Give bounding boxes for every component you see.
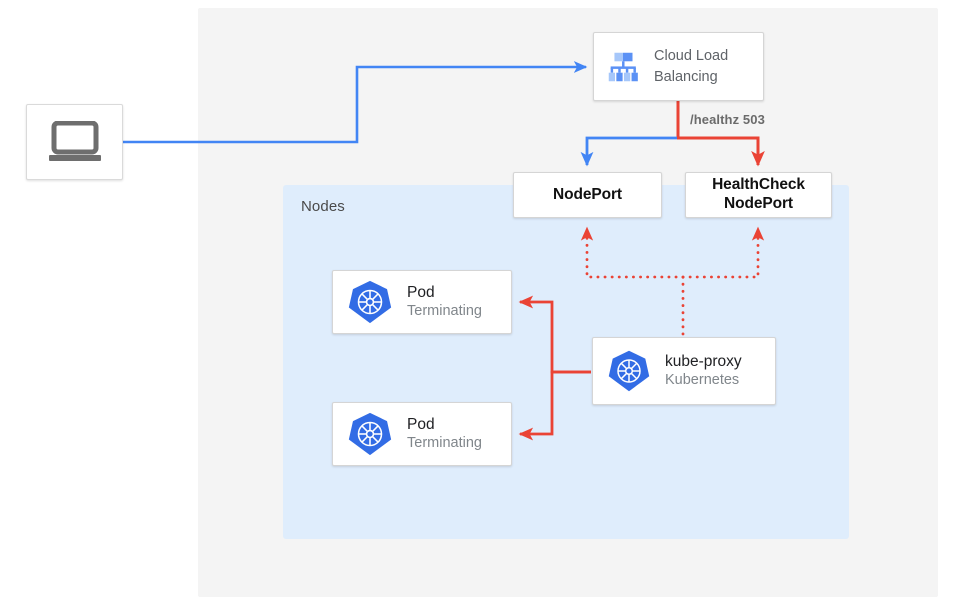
cloud-load-balancing-label-line2: Balancing bbox=[654, 68, 718, 85]
healthcheck-nodeport-label: HealthCheck NodePort bbox=[712, 176, 805, 214]
kubernetes-logo-icon bbox=[348, 280, 392, 324]
healthz-edge-label: /healthz 503 bbox=[690, 112, 765, 127]
pod-card[interactable]: Pod Terminating bbox=[332, 270, 512, 334]
kube-proxy-subtitle: Kubernetes bbox=[665, 371, 740, 388]
pod-title: Pod bbox=[407, 416, 435, 434]
laptop-icon bbox=[48, 121, 101, 161]
pod-status: Terminating bbox=[407, 434, 482, 451]
cloud-load-balancing-label: Cloud Load Balancing bbox=[654, 46, 728, 87]
load-balancer-icon bbox=[608, 52, 638, 81]
healthcheck-nodeport-card[interactable]: HealthCheck NodePort bbox=[685, 172, 832, 218]
nodeport-card[interactable]: NodePort bbox=[513, 172, 662, 218]
nodes-region-label: Nodes bbox=[301, 198, 345, 215]
kube-proxy-card[interactable]: kube-proxy Kubernetes bbox=[592, 337, 776, 405]
kube-proxy-title: kube-proxy bbox=[665, 353, 742, 371]
pod-card[interactable]: Pod Terminating bbox=[332, 402, 512, 466]
pod-status: Terminating bbox=[407, 302, 482, 319]
cloud-load-balancing-card[interactable]: Cloud Load Balancing bbox=[593, 32, 764, 101]
kubernetes-logo-icon bbox=[608, 350, 650, 392]
healthcheck-nodeport-label-line2: NodePort bbox=[724, 195, 793, 212]
cloud-load-balancing-label-line1: Cloud Load bbox=[654, 47, 729, 64]
kubernetes-logo-icon bbox=[348, 412, 392, 456]
healthcheck-nodeport-label-line1: HealthCheck bbox=[712, 176, 805, 194]
pod-title: Pod bbox=[407, 284, 435, 302]
nodeport-label: NodePort bbox=[553, 185, 622, 203]
client-laptop-card[interactable] bbox=[26, 104, 123, 180]
